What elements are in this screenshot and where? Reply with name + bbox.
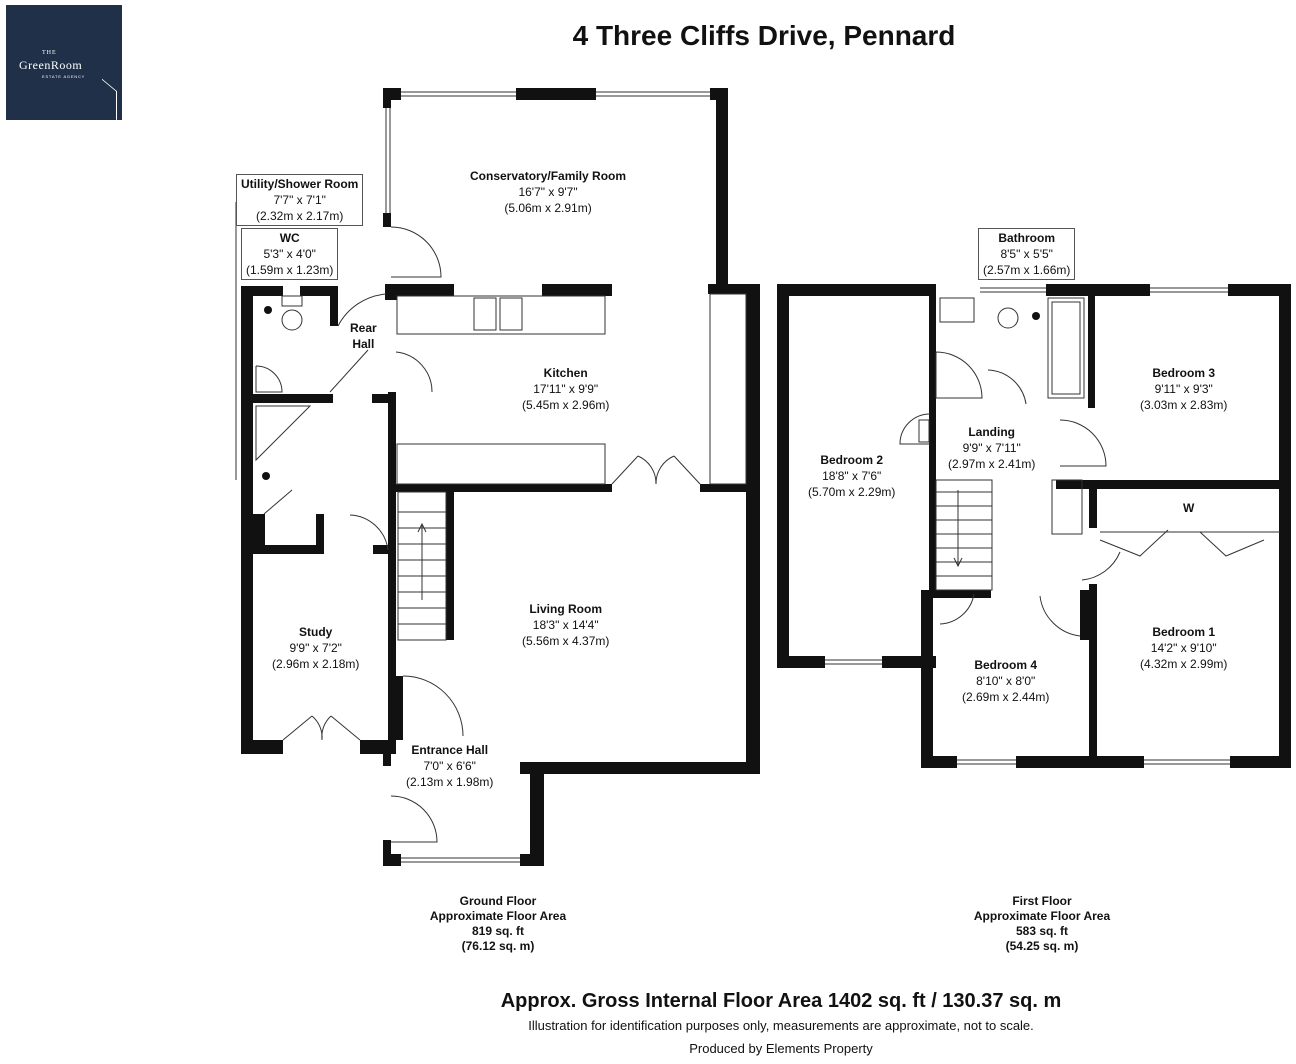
- wardrobe-label: W: [1183, 501, 1195, 515]
- brand-name: GreenRoom: [19, 58, 83, 72]
- ground-floor-walls: [241, 88, 760, 866]
- first-floor-walls: [777, 284, 1291, 768]
- gross-area: Approx. Gross Internal Floor Area 1402 s…: [500, 990, 1062, 1012]
- first-floor-markers: [1032, 312, 1040, 320]
- brand-logo: THE GreenRoom ESTATE AGENCY: [6, 5, 122, 121]
- brand-frame-mark: [102, 78, 117, 121]
- brand-tagline: ESTATE AGENCY: [42, 74, 86, 79]
- ground-floor-markers: [262, 306, 272, 480]
- ground-floor-fittings: [235, 91, 747, 863]
- disclaimer: Illustration for identification purposes…: [528, 1018, 1034, 1033]
- page-title: 4 Three Cliffs Drive, Pennard: [572, 20, 956, 51]
- brand-the: THE: [42, 50, 57, 56]
- first-floor-fittings: [825, 287, 1280, 765]
- producer-credit: Produced by Elements Property: [689, 1041, 873, 1056]
